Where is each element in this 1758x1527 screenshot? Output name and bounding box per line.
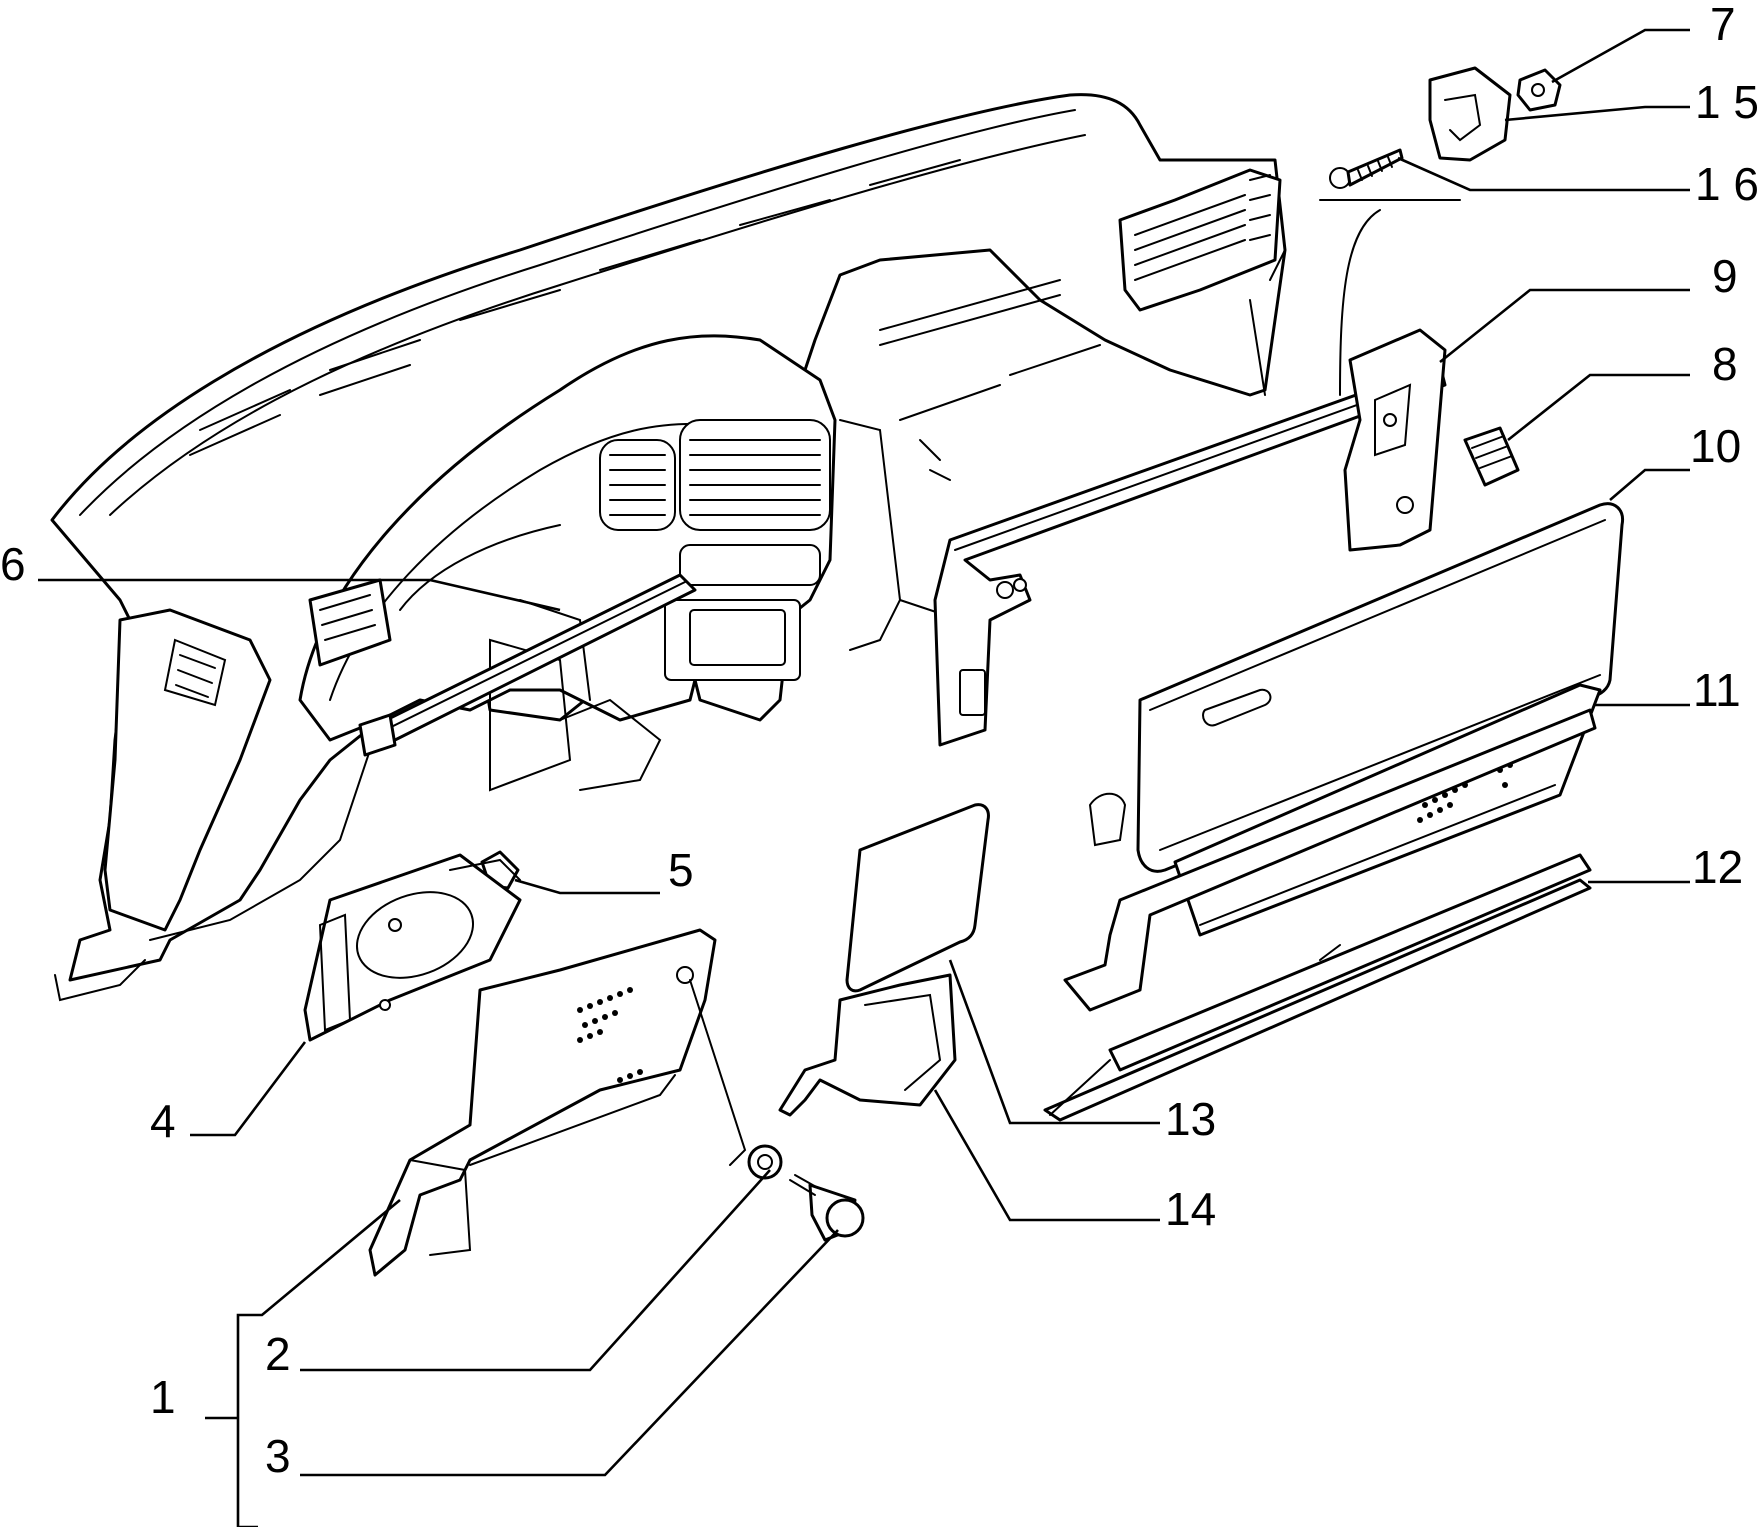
part-7-clip (1516, 68, 1562, 112)
part-4-speaker-frame (303, 853, 522, 1042)
part-13-panel (845, 803, 990, 993)
part-6-rail (358, 573, 697, 757)
callout-1: 1 (150, 1371, 176, 1423)
part-12-strip (1043, 708, 1597, 1122)
part-16-screw (1329, 148, 1404, 189)
callout-4: 4 (150, 1095, 176, 1147)
callout-12: 12 (1692, 841, 1743, 893)
callout-9: 9 (1712, 250, 1738, 302)
callout-15: 1 5 (1695, 76, 1758, 128)
callout-13: 13 (1165, 1093, 1216, 1145)
part-9-bracket (1319, 199, 1461, 552)
callout-6: 6 (0, 538, 26, 590)
part-10-lid (1088, 502, 1625, 873)
part-2-lower-panel (368, 928, 747, 1277)
callout-8: 8 (1712, 338, 1738, 390)
part-15-cover (1428, 66, 1512, 162)
callout-16: 1 6 (1695, 158, 1758, 210)
callout-3: 3 (265, 1430, 291, 1482)
leader-lines (38, 28, 1690, 1527)
callout-labels: 7 1 5 1 6 9 8 10 11 12 13 14 6 5 4 2 3 1 (0, 0, 1758, 1482)
dashboard-assembly (50, 93, 1287, 1002)
callout-2: 2 (265, 1328, 291, 1380)
part-3-lock (747, 1144, 865, 1242)
part-8-plug (1463, 426, 1520, 487)
callout-10: 10 (1690, 420, 1741, 472)
callout-5: 5 (668, 844, 694, 896)
callout-7: 7 (1710, 0, 1736, 50)
callout-14: 14 (1165, 1183, 1216, 1235)
callout-11: 11 (1693, 664, 1741, 716)
part-14-bracket (778, 973, 957, 1117)
